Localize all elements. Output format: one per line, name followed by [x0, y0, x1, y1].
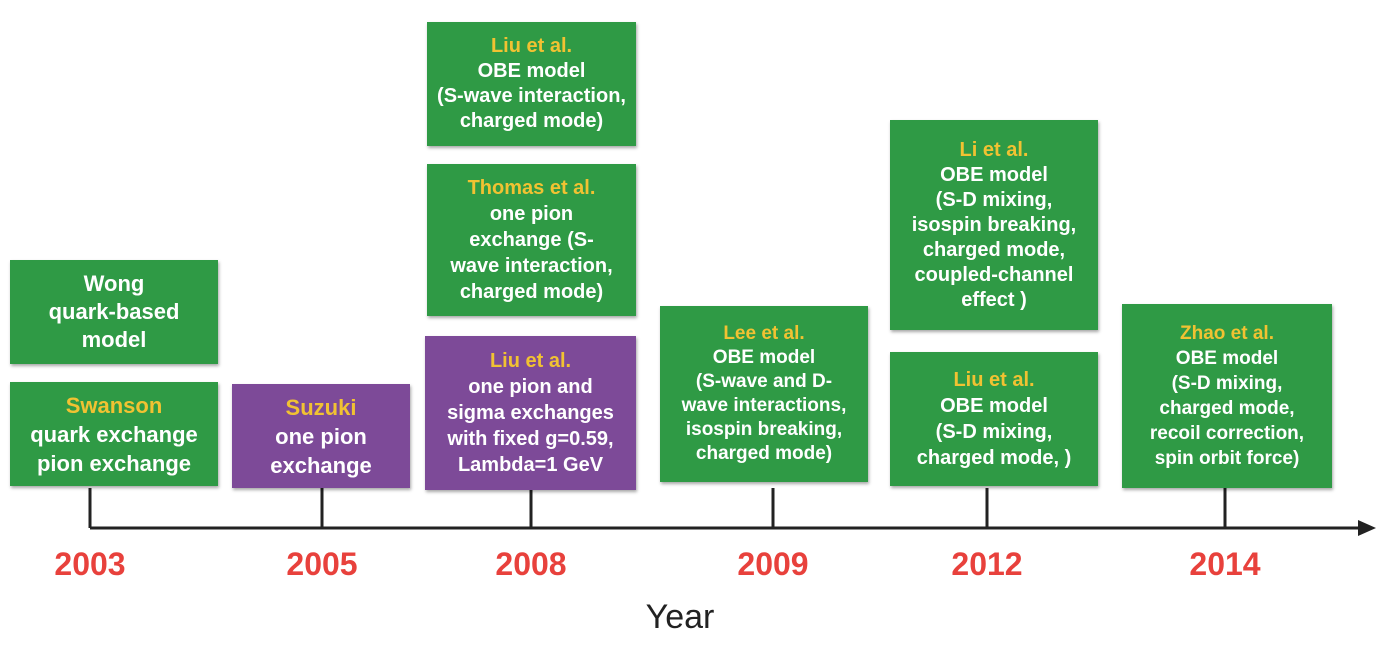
box-text-line: pion exchange: [36, 450, 192, 476]
box-zhao: Zhao et al. OBE model (S-D mixing, charged …: [1122, 304, 1332, 488]
box-text-line: (S-wave and D-: [695, 371, 833, 392]
box-text-line: (S-D mixing,: [935, 421, 1053, 443]
box-liu-2008-obe: Liu et al. OBE model (S-wave interaction, c…: [427, 22, 636, 146]
box-text-line: isospin breaking,: [685, 419, 843, 440]
author-label: Thomas et al.: [467, 177, 596, 199]
box-text-line: (S-wave interaction,: [437, 85, 626, 107]
box-suzuki: Suzuki one pion exchange: [232, 384, 410, 488]
year-label-2009: 2009: [737, 546, 809, 582]
box-text-line: charged mode): [695, 443, 833, 464]
year-label-2012: 2012: [951, 546, 1023, 582]
box-text-line: OBE model: [477, 60, 586, 82]
box-text-line: charged mode): [459, 110, 604, 132]
box-text-line: wave interaction,: [450, 255, 613, 277]
box-text-line: charged mode,: [1159, 398, 1295, 419]
box-text-line: Wong: [83, 271, 145, 296]
box-text-line: (S-D mixing,: [1171, 373, 1283, 394]
box-text-line: one pion: [489, 203, 574, 225]
author-label: Suzuki: [285, 394, 357, 420]
box-text-line: wave interactions,: [681, 395, 847, 416]
box-text-line: effect ): [961, 288, 1027, 311]
year-label-2008: 2008: [495, 546, 567, 582]
box-text-line: recoil correction,: [1149, 423, 1305, 444]
box-text-line: (S-D mixing,: [935, 188, 1053, 211]
box-thomas: Thomas et al. one pion exchange (S-wave in…: [427, 164, 636, 316]
box-text-line: OBE model: [712, 347, 816, 368]
author-label: Liu et al.: [490, 35, 573, 57]
box-text-line: OBE model: [940, 395, 1048, 417]
author-label: Zhao et al.: [1180, 323, 1274, 344]
box-text-line: OBE model: [940, 163, 1048, 186]
box-liu-2008-sigma: Liu et al. one pion and sigma exchanges wit…: [425, 336, 636, 490]
axis-arrowhead: [1358, 520, 1376, 536]
box-text-line: exchange (S-: [469, 229, 594, 251]
author-label: Li et al.: [959, 138, 1029, 161]
box-wong: Wong quark-based model: [10, 260, 218, 364]
box-text-line: exchange: [270, 452, 372, 478]
box-swanson: Swanson quark exchange pion exchange: [10, 382, 218, 486]
author-label: Swanson: [65, 392, 163, 418]
year-label-2003: 2003: [54, 546, 126, 582]
box-text-line: sigma exchanges: [447, 402, 614, 424]
box-li: Li et al.OBE model(S-D mixing,isospin br…: [890, 120, 1098, 330]
box-text-line: spin orbit force): [1154, 448, 1300, 469]
box-text-line: OBE model: [1175, 348, 1279, 369]
box-text-line: quark-based: [48, 299, 180, 324]
box-text-line: model: [81, 327, 147, 352]
author-label: Liu et al.: [489, 350, 572, 372]
box-text-line: with fixed g=0.59,: [447, 428, 614, 450]
box-liu-2012: Liu et al. OBE model (S-D mixing, charged m…: [890, 352, 1098, 486]
box-text-line: one pion: [275, 423, 367, 449]
box-text-line: charged mode, ): [916, 447, 1072, 469]
box-text-line: quark exchange: [30, 421, 198, 447]
axis-title: Year: [645, 598, 715, 636]
box-text-line: coupled-channel: [914, 263, 1074, 286]
year-label-2014: 2014: [1189, 546, 1261, 582]
box-text-line: one pion and: [468, 376, 593, 398]
box-text-line: charged mode,: [922, 238, 1066, 261]
year-label-2005: 2005: [286, 546, 358, 582]
box-lee: Lee et al. OBE model (S-wave and D-wave in…: [660, 306, 868, 482]
box-text-line: isospin breaking,: [911, 213, 1077, 236]
author-label: Liu et al.: [953, 369, 1035, 391]
box-text-line: charged mode): [459, 281, 604, 303]
author-label: Lee et al.: [723, 323, 805, 344]
box-text-line: Lambda=1 GeV: [457, 454, 604, 476]
